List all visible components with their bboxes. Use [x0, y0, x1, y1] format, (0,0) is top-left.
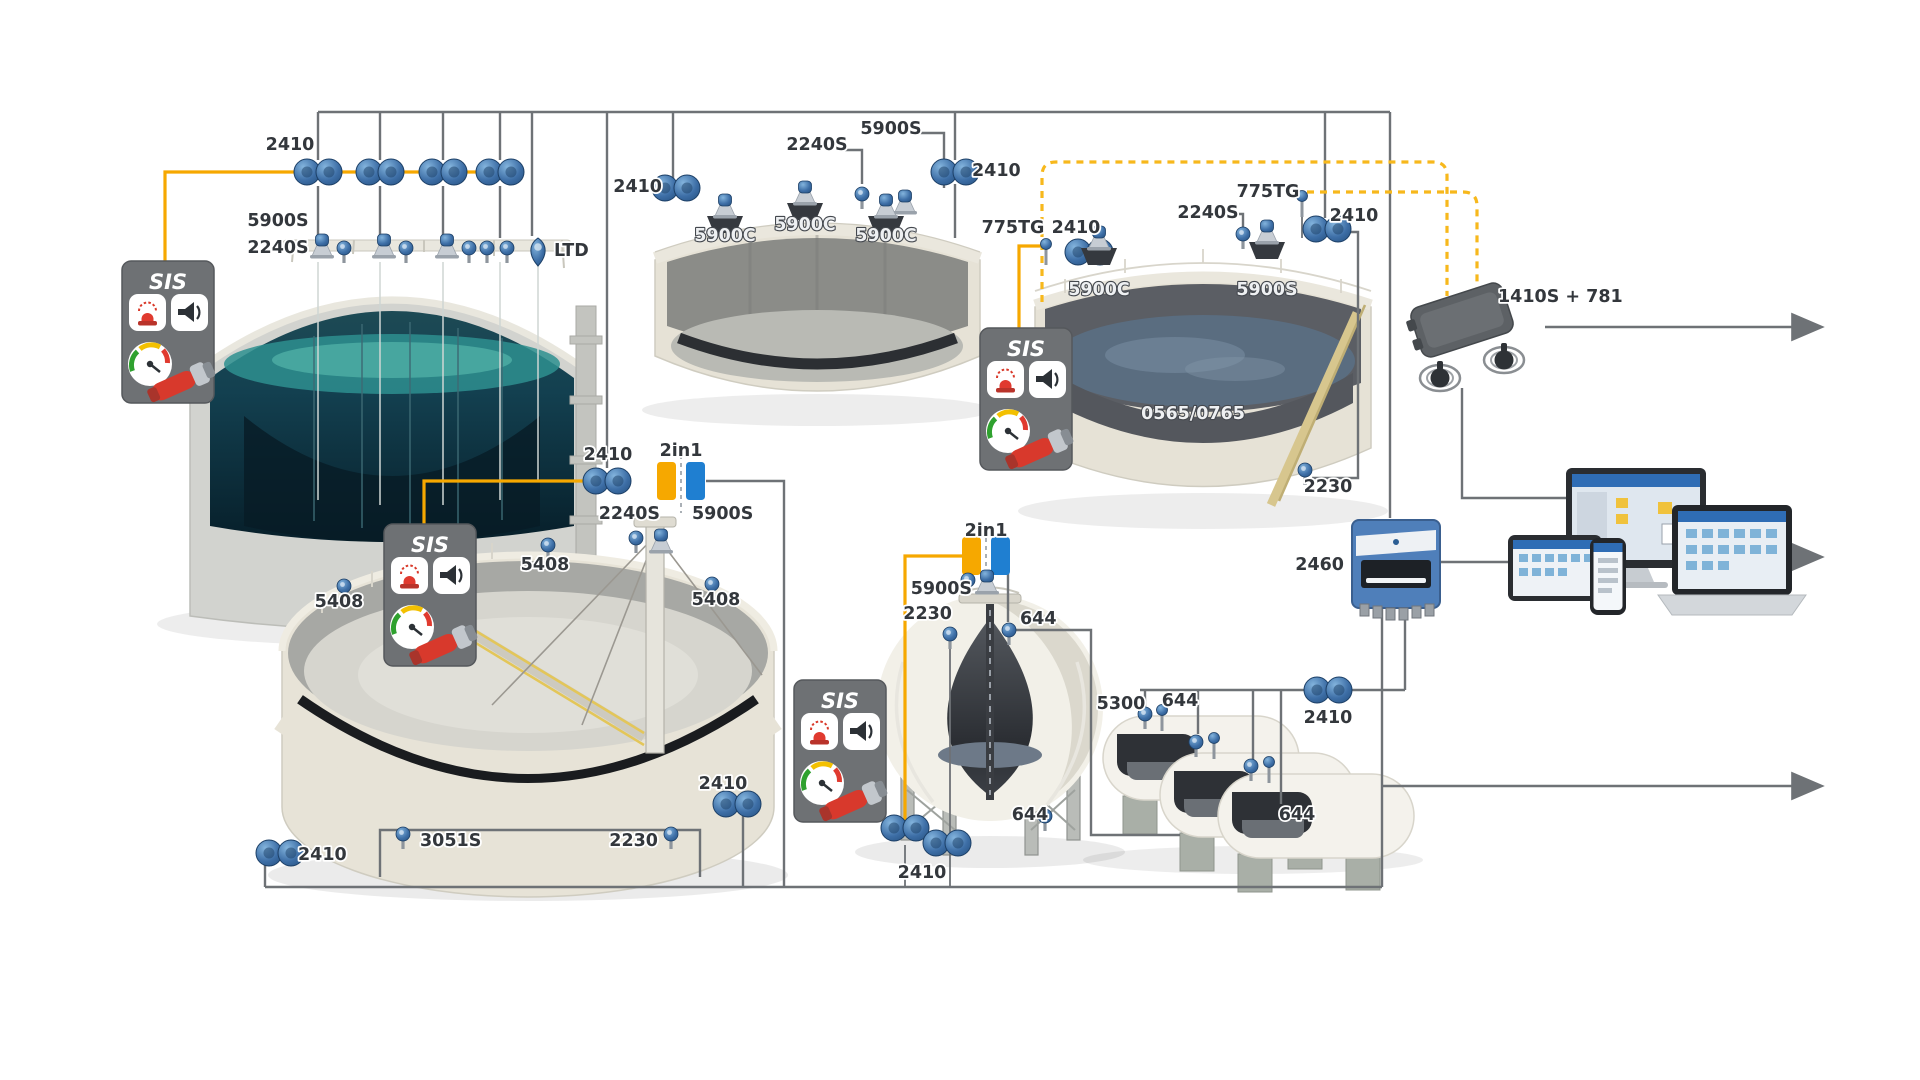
- label-tank4-5408-c: 5408: [692, 590, 741, 610]
- label-tank4-2410-top: 2410: [584, 445, 633, 465]
- label-tank4-3051s: 3051S: [420, 831, 481, 851]
- label-sis-1: SIS: [149, 270, 187, 294]
- label-2460: 2460: [1295, 555, 1344, 575]
- label-tank2-2410-right: 2410: [972, 161, 1021, 181]
- label-tank3-2410-left: 2410: [1052, 218, 1101, 238]
- label-tank1-5900s: 5900S: [247, 211, 308, 231]
- label-bullets-644-bottom: 644: [1279, 805, 1316, 825]
- label-sphere-644-bottom: 644: [1012, 805, 1049, 825]
- label-tank4-5408-a: 5408: [521, 555, 570, 575]
- wireless-gateway: [1406, 282, 1526, 393]
- label-sis-3: SIS: [411, 533, 449, 557]
- labels: 2410 5900S 2240S LTD 2410 2240S 5900S 59…: [149, 117, 1624, 885]
- label-tank3-5900c: 5900C: [1068, 280, 1130, 300]
- label-tank3-2410-right: 2410: [1330, 206, 1379, 226]
- label-tank4-5408-b: 5408: [315, 592, 364, 612]
- smartphone: [1590, 538, 1626, 615]
- label-sphere-644-top: 644: [1020, 609, 1057, 629]
- label-tank3-2230: 2230: [1304, 477, 1353, 497]
- label-tank3-id: 0565/0765: [1141, 404, 1245, 424]
- hub-2410-icon: [293, 158, 343, 186]
- tank-pipes: [317, 262, 539, 505]
- label-tank2-2240s: 2240S: [786, 135, 847, 155]
- label-sphere-2in1: 2in1: [965, 521, 1008, 541]
- label-tank3-5900s: 5900S: [1236, 280, 1297, 300]
- label-bullets-644-top: 644: [1162, 691, 1199, 711]
- label-tank2-2410-left: 2410: [613, 177, 662, 197]
- label-bullets-2410: 2410: [1304, 708, 1353, 728]
- label-tank3-2240s: 2240S: [1177, 203, 1238, 223]
- label-tank3-775tg-left: 775TG: [982, 218, 1045, 238]
- label-sis-4: SIS: [821, 689, 859, 713]
- ltd-icon: [530, 237, 546, 267]
- laptop: [1657, 505, 1807, 616]
- label-sphere-5900s: 5900S: [911, 579, 972, 599]
- label-sis-2: SIS: [1007, 337, 1045, 361]
- label-tank4-2in1: 2in1: [660, 441, 703, 461]
- wireless-dashed-lines: [1040, 160, 1479, 302]
- tablet: [1508, 535, 1602, 601]
- label-tank1-2240s: 2240S: [247, 238, 308, 258]
- label-tank2-5900c-3: 5900C: [855, 226, 917, 246]
- tank-sphere: [855, 586, 1125, 868]
- label-tank1-2410: 2410: [266, 135, 315, 155]
- label-tank4-2230: 2230: [609, 831, 658, 851]
- label-tank4-5900s: 5900S: [692, 504, 753, 524]
- bus-lines: [263, 110, 1825, 889]
- label-bullets-5300: 5300: [1097, 694, 1146, 714]
- label-sphere-2230: 2230: [903, 604, 952, 624]
- label-tank4-2410-left: 2410: [298, 845, 347, 865]
- tank-fixed-roof: [642, 222, 992, 426]
- label-tank3-775tg-right: 775TG: [1237, 182, 1300, 202]
- label-tank2-5900c-2: 5900C: [774, 215, 836, 235]
- label-sphere-2410: 2410: [898, 863, 947, 883]
- tank-water: [1018, 249, 1388, 529]
- label-gateway: 1410S + 781: [1498, 287, 1623, 307]
- antenna-coil-icon: [1418, 359, 1462, 393]
- control-room-devices: [1508, 468, 1807, 616]
- label-tank2-5900s: 5900S: [860, 119, 921, 139]
- label-tank2-5900c-1: 5900C: [694, 226, 756, 246]
- label-tank1-ltd: LTD: [554, 241, 589, 261]
- label-tank4-2410-right: 2410: [699, 774, 748, 794]
- label-tank4-2240s: 2240S: [599, 504, 660, 524]
- system-hub-2460: [1351, 519, 1441, 621]
